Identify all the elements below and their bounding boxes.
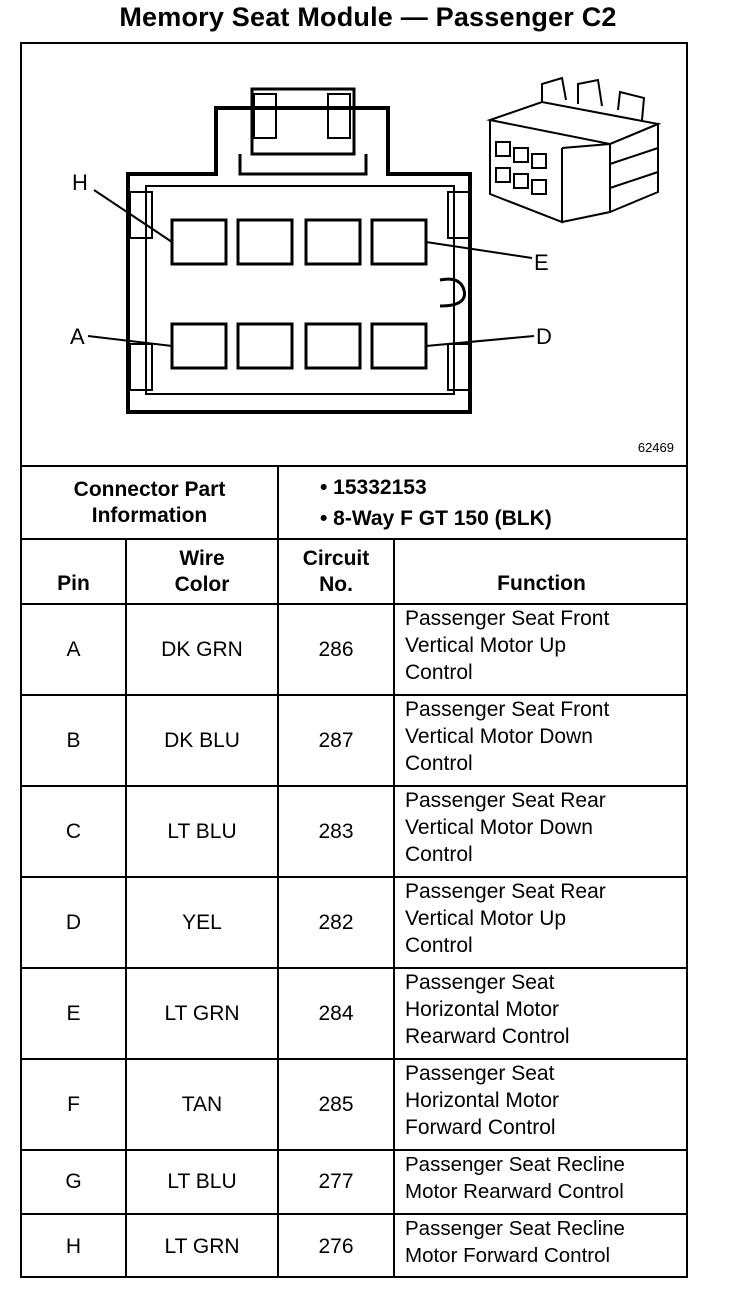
row-h-pin: H — [65, 1234, 82, 1258]
page-title: Memory Seat Module — Passenger C2 — [119, 2, 617, 32]
divider — [277, 538, 279, 1278]
row-d-wire-color: YEL — [182, 910, 222, 934]
row-f-function: Passenger Seat Horizontal Motor Forward … — [395, 1060, 688, 1149]
row-b-pin: B — [66, 728, 81, 752]
connector-face-drawing: H E A D — [70, 76, 662, 414]
header-function: Function — [497, 572, 586, 595]
divider — [20, 1149, 688, 1151]
row-b-function: Passenger Seat Front Vertical Motor Down… — [395, 696, 688, 785]
document-frame — [20, 42, 688, 1278]
connector-info-label: Connector Part Information — [22, 467, 277, 538]
row-e-circuit: 284 — [318, 1001, 354, 1025]
row-g-pin: G — [65, 1170, 82, 1193]
row-c-wire-color: LT BLU — [167, 819, 237, 843]
row-e-function-line2: Horizontal Motor — [405, 998, 560, 1021]
header-circuit-no: Circuit No. — [279, 540, 393, 603]
row-c-pin: C — [65, 819, 82, 843]
divider — [20, 694, 688, 696]
row-h-circuit: 276 — [318, 1234, 354, 1258]
drawing-number: 62469 — [637, 440, 674, 455]
row-a-function-line3: Control — [405, 661, 473, 684]
connector-info-list: • 15332153 • 8-Way F GT 150 (BLK) — [320, 474, 552, 536]
row-e-function-line1: Passenger Seat — [405, 971, 555, 994]
row-f-pin: F — [67, 1092, 80, 1116]
row-h-function: Passenger Seat Recline Motor Forward Con… — [395, 1215, 688, 1278]
divider — [393, 538, 395, 1278]
row-b-function-line3: Control — [405, 752, 473, 775]
row-b-function-line2: Vertical Motor Down — [405, 725, 593, 748]
row-e-function-line3: Rearward Control — [405, 1025, 570, 1048]
row-c-function-line2: Vertical Motor Down — [405, 816, 593, 839]
row-d-function: Passenger Seat Rear Vertical Motor Up Co… — [395, 878, 688, 967]
row-a-function: Passenger Seat Front Vertical Motor Up C… — [395, 605, 688, 694]
row-f-function-line1: Passenger Seat — [405, 1062, 555, 1085]
row-c-function-line1: Passenger Seat Rear — [405, 789, 606, 812]
connector-diagram: H E A D 62469 — [22, 44, 686, 465]
connector-info-label-line1: Connector Part — [73, 477, 226, 501]
header-wire-color: Wire Color — [127, 540, 277, 603]
divider — [277, 465, 279, 540]
row-f-function-line3: Forward Control — [405, 1116, 556, 1139]
pin-label-d: D — [536, 324, 552, 349]
row-e-function: Passenger Seat Horizontal Motor Rearward… — [395, 969, 688, 1058]
divider — [20, 876, 688, 878]
row-e-pin: E — [66, 1001, 81, 1025]
pin-label-h: H — [72, 170, 88, 195]
row-c-function-line3: Control — [405, 843, 473, 866]
divider — [20, 538, 688, 540]
connector-info-label-line2: Information — [91, 503, 208, 527]
row-h-function-line1: Passenger Seat Recline — [405, 1217, 625, 1240]
header-circuit-line2: No. — [319, 572, 353, 596]
row-d-function-line1: Passenger Seat Rear — [405, 880, 606, 903]
row-c-circuit: 283 — [318, 819, 354, 843]
header-wire-color-line1: Wire — [179, 546, 225, 570]
row-c-function: Passenger Seat Rear Vertical Motor Down … — [395, 787, 688, 876]
pin-label-e: E — [534, 250, 549, 275]
row-f-circuit: 285 — [318, 1092, 354, 1116]
row-g-function: Passenger Seat Recline Motor Rearward Co… — [395, 1151, 688, 1213]
row-e-wire-color: LT GRN — [164, 1001, 240, 1025]
row-a-wire-color: DK GRN — [161, 637, 243, 661]
row-d-pin: D — [65, 910, 82, 934]
divider — [20, 1058, 688, 1060]
connector-part-number: • 15332153 — [320, 476, 427, 499]
divider — [20, 785, 688, 787]
row-f-function-line2: Horizontal Motor — [405, 1089, 560, 1112]
row-b-function-line1: Passenger Seat Front — [405, 698, 610, 721]
row-d-function-line3: Control — [405, 934, 473, 957]
divider — [20, 1213, 688, 1215]
row-d-function-line2: Vertical Motor Up — [405, 907, 567, 930]
row-d-circuit: 282 — [318, 910, 354, 934]
row-b-circuit: 287 — [318, 728, 354, 752]
pin-label-a: A — [70, 324, 85, 349]
connector-description: • 8-Way F GT 150 (BLK) — [320, 507, 552, 530]
row-g-function-line1: Passenger Seat Recline — [405, 1153, 625, 1176]
divider — [20, 967, 688, 969]
row-g-function-line2: Motor Rearward Control — [405, 1180, 624, 1203]
row-a-function-line1: Passenger Seat Front — [405, 607, 610, 630]
row-f-wire-color: TAN — [181, 1092, 223, 1116]
row-a-circuit: 286 — [318, 637, 354, 661]
row-h-wire-color: LT GRN — [164, 1234, 240, 1258]
row-b-wire-color: DK BLU — [164, 728, 240, 752]
row-g-circuit: 277 — [318, 1170, 354, 1193]
row-h-function-line2: Motor Forward Control — [405, 1244, 611, 1267]
header-circuit-line1: Circuit — [302, 546, 370, 570]
row-a-pin: A — [66, 637, 81, 661]
divider — [20, 603, 688, 605]
row-g-wire-color: LT BLU — [167, 1170, 237, 1193]
row-a-function-line2: Vertical Motor Up — [405, 634, 567, 657]
divider — [125, 538, 127, 1278]
header-pin: Pin — [57, 572, 90, 595]
divider — [20, 465, 688, 467]
header-wire-color-line2: Color — [174, 572, 230, 596]
